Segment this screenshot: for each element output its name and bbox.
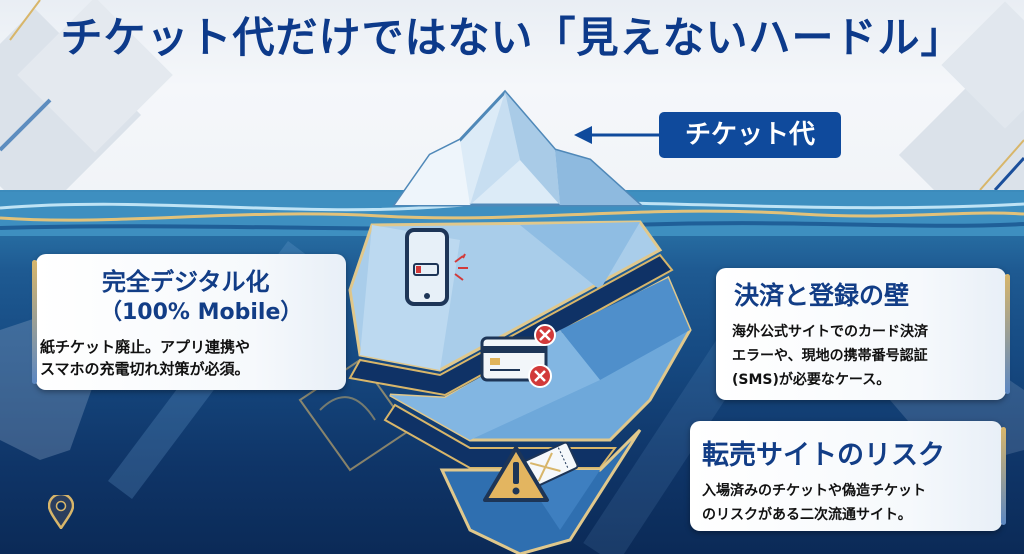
hurdle-card-resale: 転売サイトのリスク 入場済みのチケットや偽造チケット のリスクがある二次流通サイ… — [690, 421, 1006, 531]
hurdle-description: 海外公式サイトでのカード決済 エラーや、現地の携帯番号認証 (SMS)が必要なケ… — [732, 320, 928, 392]
decorative-stripes — [0, 0, 1024, 192]
page-title: チケット代だけではない「見えないハードル」 — [60, 13, 964, 62]
hurdle-description: 紙チケット廃止。アプリ連携や スマホの充電切れ対策が必須。 — [40, 336, 250, 380]
credit-card-error-icon — [480, 324, 556, 388]
phone-low-battery-icon — [405, 228, 468, 306]
iceberg-tip — [392, 89, 644, 207]
desc-line: 海外公式サイトでのカード決済 — [732, 324, 928, 340]
hurdle-title: 決済と登録の壁 — [734, 281, 910, 310]
hurdle-card-payment: 決済と登録の壁 海外公式サイトでのカード決済 エラーや、現地の携帯番号認証 (S… — [716, 268, 1010, 400]
desc-line: エラーや、現地の携帯番号認証 — [732, 348, 928, 364]
hurdle-title: 転売サイトのリスク — [702, 440, 945, 471]
desc-line: (SMS)が必要なケース。 — [732, 372, 891, 388]
desc-line: 入場済みのチケットや偽造チケット — [702, 483, 926, 499]
desc-line: のリスクがある二次流通サイト。 — [702, 507, 912, 523]
map-pin-icon — [48, 495, 74, 529]
warning-ticket-icon — [483, 441, 579, 502]
hurdle-description: 入場済みのチケットや偽造チケット のリスクがある二次流通サイト。 — [702, 479, 926, 527]
desc-line: 紙チケット廃止。アプリ連携や — [40, 338, 251, 356]
hurdle-title: 完全デジタル化 — [102, 268, 270, 296]
hurdle-card-digital: 完全デジタル化 （100% Mobile） 紙チケット廃止。アプリ連携や スマホ… — [32, 254, 346, 390]
arrow-left-icon — [574, 126, 664, 144]
desc-line: スマホの充電切れ対策が必須。 — [40, 360, 250, 378]
ticket-price-label: チケット代 — [659, 112, 841, 158]
hurdle-subtitle: （100% Mobile） — [100, 300, 303, 325]
